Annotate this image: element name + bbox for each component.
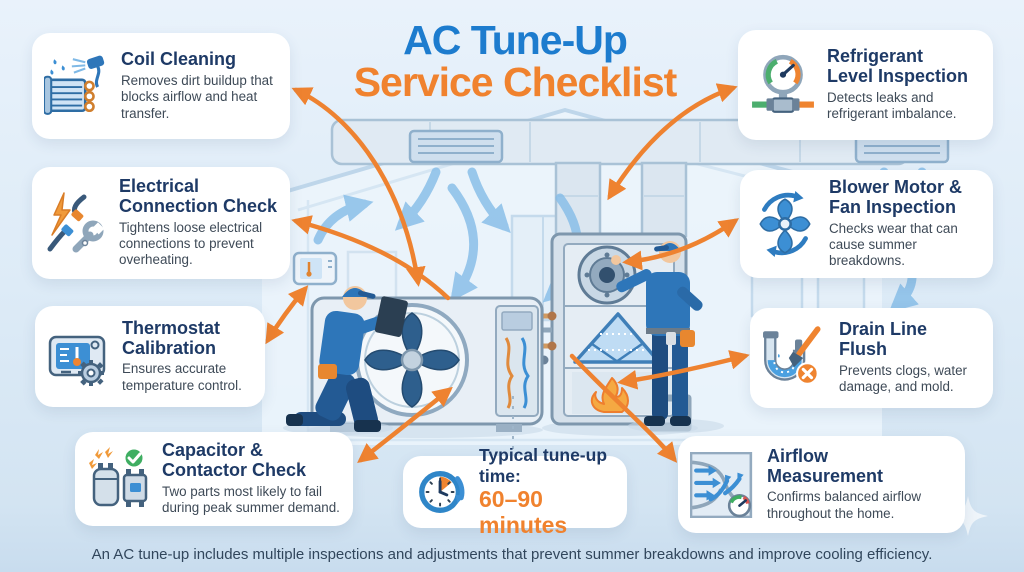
page-title-line2: Service Checklist xyxy=(353,58,678,105)
ceiling-vent-left xyxy=(408,129,504,164)
page-title: AC Tune-Up Service Checklist xyxy=(318,17,712,105)
card-description: Prevents clogs, water damage, and mold. xyxy=(839,362,968,395)
card-title: Coil Cleaning xyxy=(121,49,237,70)
arrow-refrigerant xyxy=(607,83,738,201)
page-title-line1: AC Tune-Up xyxy=(403,17,628,63)
thermostat-gear-icon xyxy=(47,325,111,389)
pressure-gauge-icon xyxy=(750,52,816,118)
card-blower-motor-fan-inspection: Blower Motor & Fan Inspection Checks wea… xyxy=(740,170,993,278)
card-description: Detects leaks and refrigerant imbalance. xyxy=(827,89,957,122)
arrow-coil-cleaning xyxy=(291,87,426,287)
card-title: Capacitor & Contactor Check xyxy=(162,440,307,481)
card-description: Confirms balanced airflow throughout the… xyxy=(767,489,922,521)
arrow-capacitor xyxy=(357,386,453,464)
blower-motor xyxy=(577,245,637,305)
card-title: Thermostat Calibration xyxy=(122,317,221,358)
card-description: Checks wear that can cause summer breakd… xyxy=(829,220,958,269)
card-refrigerant-level-inspection: Refrigerant Level Inspection Detects lea… xyxy=(738,30,993,140)
connector-arrows xyxy=(265,83,750,464)
card-electrical-connection-check: Electrical Connection Check Tightens loo… xyxy=(32,167,290,279)
condenser-wiring-panel xyxy=(495,305,539,417)
arrow-airflow xyxy=(569,353,678,463)
card-description: Removes dirt buildup that blocks airflow… xyxy=(121,72,273,121)
airflow-duct-gauge-icon xyxy=(690,451,756,518)
card-coil-cleaning: Coil Cleaning Removes dirt buildup that … xyxy=(32,33,290,139)
arrow-drain xyxy=(617,350,750,390)
clock-icon xyxy=(415,465,469,519)
card-title: Refrigerant Level Inspection xyxy=(827,46,969,87)
card-description: Ensures accurate temperature control. xyxy=(122,361,242,393)
fan-rotation-icon xyxy=(752,191,818,257)
arrow-thermostat xyxy=(265,285,309,345)
card-title: Airflow Measurement xyxy=(767,445,884,486)
card-title: Electrical Connection Check xyxy=(119,176,278,216)
card-description: Two parts most likely to fail during pea… xyxy=(162,483,340,516)
sparkle-icon xyxy=(948,496,988,536)
wall-thermostat xyxy=(292,251,338,286)
coil-spray-icon xyxy=(44,53,110,119)
card-capacitor-contactor-check: Capacitor & Contactor Check Two parts mo… xyxy=(75,432,353,526)
lightning-wrench-icon xyxy=(44,191,108,255)
time-badge-label: Typical tune-up time: xyxy=(479,445,608,486)
arrow-blower xyxy=(622,218,740,271)
card-title: Blower Motor & Fan Inspection xyxy=(829,177,962,217)
capacitor-check-icon xyxy=(87,447,151,511)
time-badge-value: 60–90 minutes xyxy=(479,485,568,539)
evaporator-a-coil xyxy=(573,312,661,364)
card-description: Tightens loose electrical connections to… xyxy=(119,219,263,268)
drain-pipe-brush-icon xyxy=(762,325,828,391)
card-drain-line-flush: Drain Line Flush Prevents clogs, water d… xyxy=(750,308,993,408)
card-airflow-measurement: Airflow Measurement Confirms balanced ai… xyxy=(678,436,965,533)
card-title: Drain Line Flush xyxy=(839,319,928,360)
arrow-electrical-check xyxy=(291,215,451,301)
time-badge: Typical tune-up time: 60–90 minutes xyxy=(403,445,627,538)
card-thermostat-calibration: Thermostat Calibration Ensures accurate … xyxy=(35,306,265,407)
footer-text: An AC tune-up includes multiple inspecti… xyxy=(91,546,933,563)
